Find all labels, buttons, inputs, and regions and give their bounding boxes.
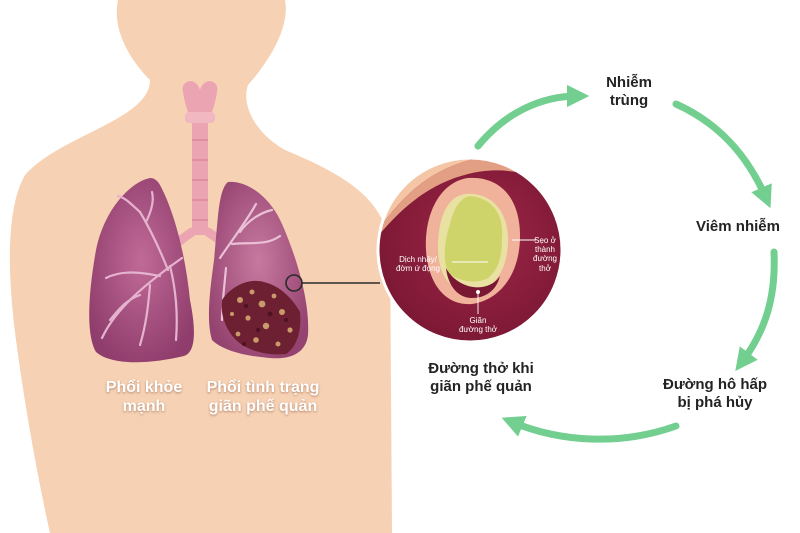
cycle-arrows	[474, 84, 778, 443]
healthy-lung-label: Phổi khỏe mạnh	[105, 379, 183, 416]
airway-label: Đường thở khi giãn phế quản	[428, 360, 534, 395]
infection-label: Nhiễm trùng	[606, 74, 652, 109]
arrow-to-infection	[474, 84, 590, 150]
scar-label: Sẹo ở thành đường thở	[533, 236, 557, 273]
mucus-label: Dịch nhầy/ đờm ứ đọng	[396, 255, 440, 274]
dilated-airway-label: Giãn đường thở	[458, 316, 498, 335]
healthy-lung	[89, 178, 194, 363]
arrow-to-airway	[501, 415, 680, 443]
inflammation-label: Viêm nhiễm	[696, 218, 780, 235]
diseased-lung-label: Phổi tình trạng giãn phế quản	[206, 379, 320, 416]
arrow-to-damage	[735, 248, 778, 371]
arrow-to-inflammation	[672, 100, 772, 209]
body-silhouette	[9, 0, 392, 533]
bronchiectasis-lung	[208, 181, 309, 359]
damaged-airway-label: Đường hô hấp bị phá hủy	[662, 376, 767, 411]
